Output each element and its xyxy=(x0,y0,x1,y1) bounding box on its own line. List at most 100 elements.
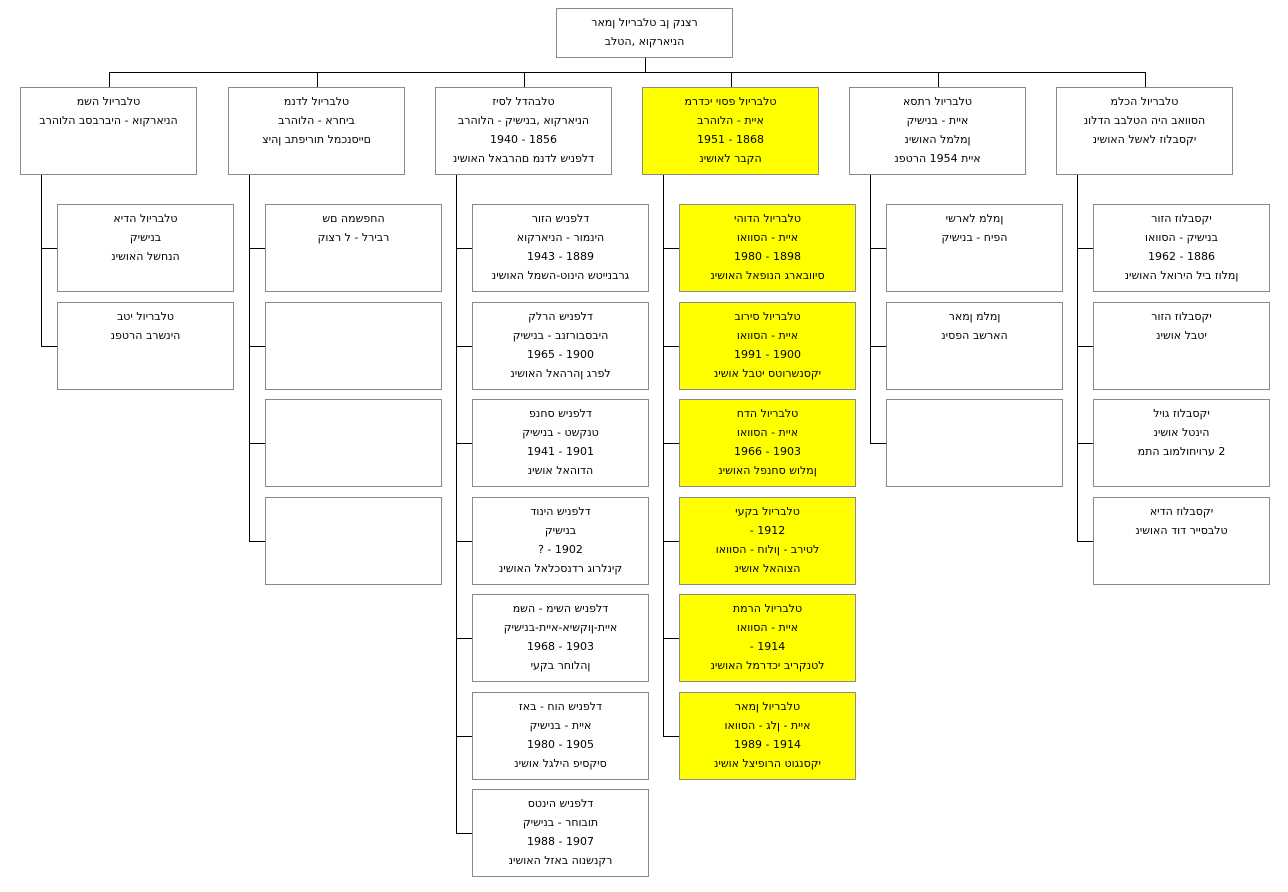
child-tick-line xyxy=(456,833,473,834)
person-text-line: טלבריול הדיא xyxy=(113,212,178,225)
person-text-line: טלבריול יטב xyxy=(116,310,175,323)
child-tick-line xyxy=(663,346,680,347)
person-text-line: יקסבלוז לאשל האושינ xyxy=(1092,133,1197,146)
person-text-line: יקסנשרוטס יטבל אושינ xyxy=(713,367,822,380)
child-spine-line xyxy=(1077,175,1078,541)
person-text-line: הניארקוא ,הטלב xyxy=(604,35,685,48)
branch-drop-line xyxy=(1144,72,1146,87)
person-text-line: תובוחר - בנישיק xyxy=(522,816,599,829)
person-text-line: הניארקוא ,בנישיק - הלוהרב xyxy=(457,114,590,127)
person-text-line: יקסבלוז גויל xyxy=(1153,407,1210,420)
person-text-line: בנישיק xyxy=(129,231,162,244)
person-text-line: איית-ןוקשיא-איית-בנישיק xyxy=(503,621,618,634)
person-text-line: ןמלמל האושינ xyxy=(904,133,971,146)
person-text-line: רבירל - ל רצוק xyxy=(317,231,390,244)
person-text-line: דלפניש השימ - השמ xyxy=(512,602,609,615)
person-text-line: הינמור - הניארקוא xyxy=(516,231,605,244)
child-tick-line xyxy=(1077,346,1094,347)
person-text-line: איית - הסוואו xyxy=(736,329,799,342)
person-text-line: איית 1954 הרטפנ xyxy=(894,152,981,165)
child-tick-line xyxy=(456,541,473,542)
person-text-line: 1889 - 1943 xyxy=(527,250,594,263)
person-text-line: בנישיק - הסוואו xyxy=(1145,231,1218,244)
person-text-line: ןמלוז ביל הירואל האושינ xyxy=(1124,269,1239,282)
sibling-box: טלבהדל לסיז הניארקוא ,בנישיק - הלוהרב 1856… xyxy=(435,87,612,175)
person-text-line: 1868 - 1951 xyxy=(697,133,764,146)
person-text-line: היבסבורזנב - בנישיק xyxy=(512,329,609,342)
person-text-line: טלבסייר דוד האושינ xyxy=(1135,524,1228,537)
child-person-box xyxy=(886,399,1063,487)
child-spine-line xyxy=(456,175,457,833)
person-text-line: 1900 - 1991 xyxy=(734,348,801,361)
person-text-line: טלבריול הכלמ xyxy=(1110,95,1179,108)
person-text-line: ןמלמ לארשי xyxy=(945,212,1004,225)
child-tick-line xyxy=(663,638,680,639)
person-text-line: הינשרב הרטפנ xyxy=(110,329,181,342)
person-text-line: 1901 - 1941 xyxy=(527,445,594,458)
person-text-line: איית - הסוואו xyxy=(736,621,799,634)
child-tick-line xyxy=(870,443,887,444)
branch-bar xyxy=(108,72,1146,73)
sibling-box: טלבריול השמ הניארקוא - היברבסב הלוהרב xyxy=(20,87,197,175)
child-tick-line xyxy=(663,736,680,737)
person-text-line: דלפניש לדנמ םהרבאל האושינ xyxy=(452,152,595,165)
person-text-line: ביחרא - הלוהרב xyxy=(278,114,355,127)
branch-drop-line xyxy=(316,72,318,87)
person-text-line: יקסבלוז הזור xyxy=(1151,310,1212,323)
person-text-line: םייסנכמל תוריפתב ןהיצ xyxy=(262,133,371,146)
child-tick-line xyxy=(663,443,680,444)
person-text-line: איית - בנישיק xyxy=(529,719,592,732)
child-tick-line xyxy=(41,248,58,249)
child-tick-line xyxy=(41,346,58,347)
person-text-line: טלבריול הרמת xyxy=(732,602,803,615)
person-text-line: 1912 - xyxy=(749,524,786,537)
person-text-line: 1907 - 1988 xyxy=(527,835,594,848)
person-text-line: 1886 - 1962 xyxy=(1148,250,1215,263)
branch-drop-line xyxy=(730,72,732,87)
person-text-line: ןמלוש סחנפל האושינ xyxy=(718,464,817,477)
child-spine-line xyxy=(663,175,664,736)
child-person-box: דלפניש השימ - השמ איית-ןוקשיא-איית-בנישיק… xyxy=(472,594,649,682)
person-text-line: דלפניש הינוד xyxy=(530,505,591,518)
person-text-line: טלבריול השמ xyxy=(76,95,141,108)
child-tick-line xyxy=(1077,248,1094,249)
person-text-line: לפרג ןהרהאל האושינ xyxy=(510,367,611,380)
child-tick-line xyxy=(870,346,887,347)
person-text-line: 1900 - 1965 xyxy=(527,348,594,361)
person-text-line: החפשמה םש xyxy=(322,212,385,225)
person-text-line: 1903 - 1966 xyxy=(734,445,801,458)
person-text-line: טלבריול הדח xyxy=(736,407,799,420)
child-tick-line xyxy=(663,248,680,249)
person-text-line: איית - ןלג - הסוואו xyxy=(724,719,811,732)
child-person-box xyxy=(265,399,442,487)
person-text-line: הניארקוא - היברבסב הלוהרב xyxy=(39,114,178,127)
person-text-line: טלבריול סירוב xyxy=(734,310,801,323)
child-tick-line xyxy=(249,346,266,347)
person-text-line: 1856 - 1940 xyxy=(490,133,557,146)
person-text-line: הדוהאל אושינ xyxy=(527,464,594,477)
person-text-line: דלפניש הזור xyxy=(531,212,590,225)
person-text-line: 1914 - 1989 xyxy=(734,738,801,751)
person-text-line: טלבהדל לסיז xyxy=(492,95,555,108)
person-text-line: טלבריול רתסא xyxy=(902,95,973,108)
person-text-line: הינטל אושינ xyxy=(1153,426,1210,439)
person-text-line: 1902 - ? xyxy=(538,543,583,556)
person-text-line: בנישיק xyxy=(544,524,577,537)
person-text-line: ןמלמ ןמאר xyxy=(948,310,1001,323)
person-text-line: 1898 - 1980 xyxy=(734,250,801,263)
